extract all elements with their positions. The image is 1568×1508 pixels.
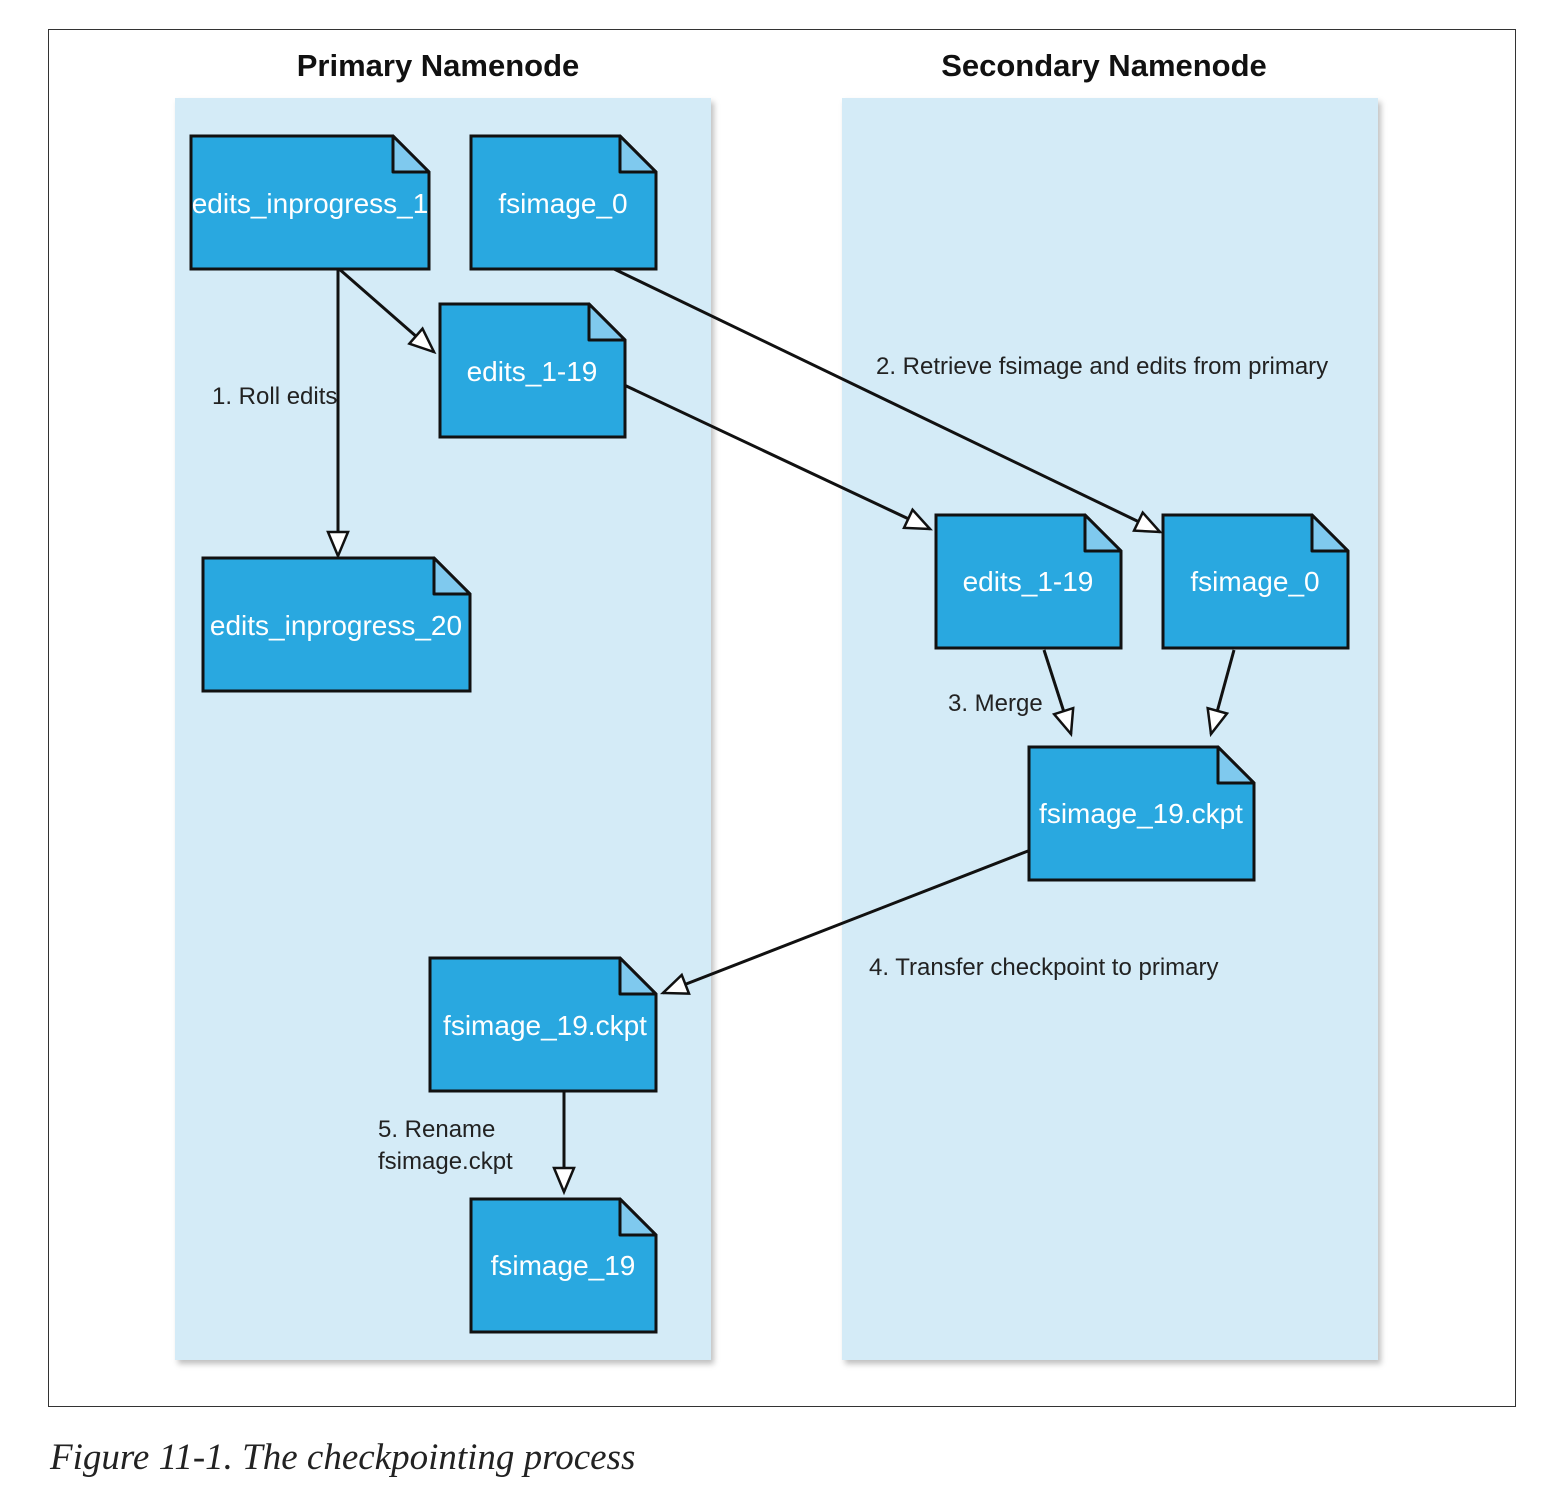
file-label: edits_1-19 <box>963 566 1094 597</box>
file-fsimage-19-ckpt-primary: fsimage_19.ckpt <box>428 956 658 1093</box>
file-label: fsimage_0 <box>1190 566 1319 597</box>
page-fold-icon <box>618 1197 658 1237</box>
file-edits-1-19-primary: edits_1-19 <box>438 302 627 439</box>
file-fsimage-19: fsimage_19 <box>469 1197 658 1334</box>
file-edits-inprogress-20: edits_inprogress_20 <box>201 556 472 693</box>
figure-frame <box>48 29 1516 1407</box>
page-fold-icon <box>1083 513 1123 553</box>
step-rename-label-line2: fsimage.ckpt <box>378 1148 513 1175</box>
step-retrieve-label: 2. Retrieve fsimage and edits from prima… <box>876 353 1328 380</box>
step-merge-label: 3. Merge <box>948 690 1043 717</box>
arrow-retrieve-fsimage <box>611 266 1163 534</box>
file-label: edits_inprogress_1 <box>192 188 429 219</box>
page-fold-icon <box>618 134 658 174</box>
secondary-panel-title: Secondary Namenode <box>941 48 1267 83</box>
step-roll-edits-label: 1. Roll edits <box>212 383 337 410</box>
arrow-merge-fsimage <box>1206 649 1236 738</box>
arrow-retrieve-edits <box>621 382 933 531</box>
file-label: edits_1-19 <box>467 356 598 387</box>
page-fold-icon <box>587 302 627 342</box>
secondary-namenode-panel <box>842 98 1378 1360</box>
file-fsimage-0-primary: fsimage_0 <box>469 134 658 271</box>
page-fold-icon <box>618 956 658 996</box>
file-label: fsimage_19 <box>491 1250 636 1281</box>
arrow-roll-to-edits-1-19 <box>337 266 437 355</box>
checkpoint-diagram: Primary Namenode Secondary Namenode edit… <box>175 48 1378 1360</box>
arrow-transfer-checkpoint <box>659 849 1029 995</box>
file-label: fsimage_19.ckpt <box>443 1010 647 1041</box>
file-fsimage-19-ckpt-secondary: fsimage_19.ckpt <box>1027 745 1256 882</box>
file-edits-1-19-secondary: edits_1-19 <box>934 513 1123 650</box>
figure-caption: Figure 11-1. The checkpointing process <box>50 1437 636 1478</box>
step-transfer-label: 4. Transfer checkpoint to primary <box>869 954 1218 981</box>
file-edits-inprogress-1: edits_inprogress_1 <box>189 134 431 271</box>
page-fold-icon <box>432 556 472 596</box>
page-fold-icon <box>1310 513 1350 553</box>
page-fold-icon <box>391 134 431 174</box>
file-label: fsimage_19.ckpt <box>1039 798 1243 829</box>
primary-panel-title: Primary Namenode <box>297 48 580 83</box>
page-fold-icon <box>1216 745 1256 785</box>
file-label: fsimage_0 <box>498 188 627 219</box>
file-label: edits_inprogress_20 <box>210 610 462 641</box>
arrow-merge-edits <box>1042 649 1075 738</box>
file-fsimage-0-secondary: fsimage_0 <box>1161 513 1350 650</box>
step-rename-label-line1: 5. Rename <box>378 1116 495 1143</box>
